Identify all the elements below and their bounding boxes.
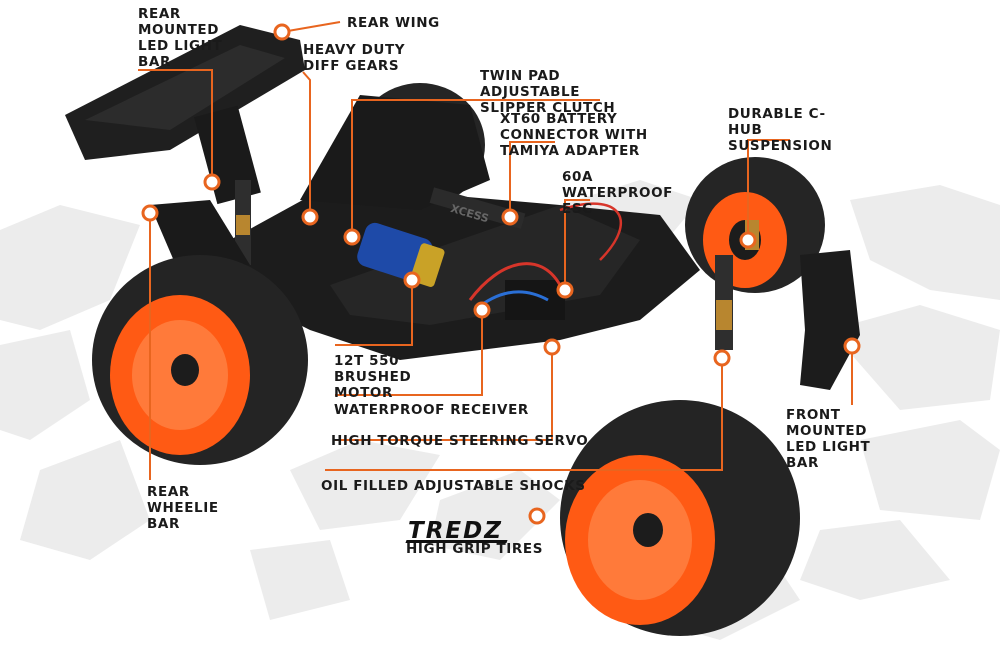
marker-receiver — [473, 301, 491, 319]
marker-esc — [556, 281, 574, 299]
label-receiver: WATERPROOF RECEIVER — [334, 402, 529, 418]
label-chub: DURABLE C-HUB SUSPENSION — [728, 106, 833, 154]
chassis: XCESS — [150, 95, 860, 390]
marker-battery-connector — [501, 208, 519, 226]
leader-lines — [138, 21, 853, 517]
marker-rear-led-bar — [203, 173, 221, 191]
marker-shocks — [713, 349, 731, 367]
label-wheelie-bar: REAR WHEELIE BAR — [147, 484, 219, 532]
marker-tires — [528, 507, 546, 525]
label-slipper-clutch: TWIN PAD ADJUSTABLE SLIPPER CLUTCH — [480, 68, 616, 116]
marker-slipper-clutch — [343, 228, 361, 246]
marker-wheelie-bar — [141, 204, 159, 222]
marker-chub — [739, 231, 757, 249]
label-shocks: OIL FILLED ADJUSTABLE SHOCKS — [321, 478, 586, 494]
label-rear-wing: REAR WING — [347, 15, 440, 31]
marker-motor — [403, 271, 421, 289]
label-diff-gears: HEAVY DUTY DIFF GEARS — [303, 42, 406, 74]
rc-truck-illustration: XCESS — [65, 25, 860, 636]
label-front-led-bar: FRONT MOUNTED LED LIGHT BAR — [786, 407, 871, 471]
brand-logo-tredz: TREDZ — [408, 518, 503, 544]
esc-unit — [505, 280, 565, 320]
label-motor: 12T 550 BRUSHED MOTOR — [334, 353, 412, 401]
label-battery-connector: XT60 BATTERY CONNECTOR WITH TAMIYA ADAPT… — [500, 111, 648, 159]
callout-markers — [141, 23, 861, 525]
label-esc: 60A WATERPROOF ESC — [562, 169, 673, 217]
front-left-wheel — [560, 400, 800, 636]
label-rear-led-bar: REAR MOUNTED LED LIGHT BAR — [138, 6, 223, 70]
marker-rear-wing — [273, 23, 291, 41]
marker-servo — [543, 338, 561, 356]
marker-diff-gears — [301, 208, 319, 226]
marker-front-led-bar — [843, 337, 861, 355]
label-tires: HIGH GRIP TIRES — [406, 541, 544, 557]
label-servo: HIGH TORQUE STEERING SERVO — [331, 433, 589, 449]
rear-left-wheel — [92, 255, 308, 465]
